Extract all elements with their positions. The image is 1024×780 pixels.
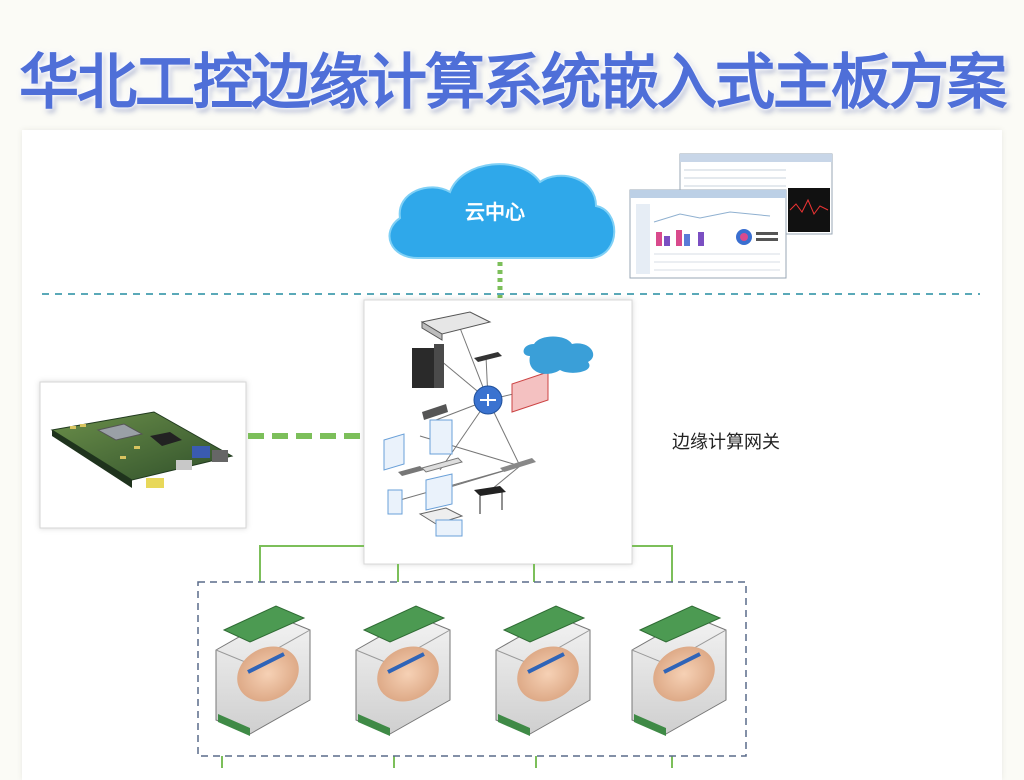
- io-module: [215, 605, 311, 736]
- bus-lines: [221, 545, 673, 768]
- module-group-box: [197, 581, 747, 757]
- software-screenshot: [629, 153, 833, 279]
- page-title: 华北工控边缘计算系统嵌入式主板方案: [19, 48, 1007, 118]
- cloud-label: 云中心: [465, 200, 525, 224]
- network-topology: [363, 299, 633, 565]
- io-module: [495, 605, 591, 736]
- embedded-board: [39, 381, 247, 529]
- io-module: [631, 605, 727, 736]
- cloud-icon: [388, 163, 616, 259]
- io-module: [355, 605, 451, 736]
- gateway-label: 边缘计算网关: [672, 432, 780, 453]
